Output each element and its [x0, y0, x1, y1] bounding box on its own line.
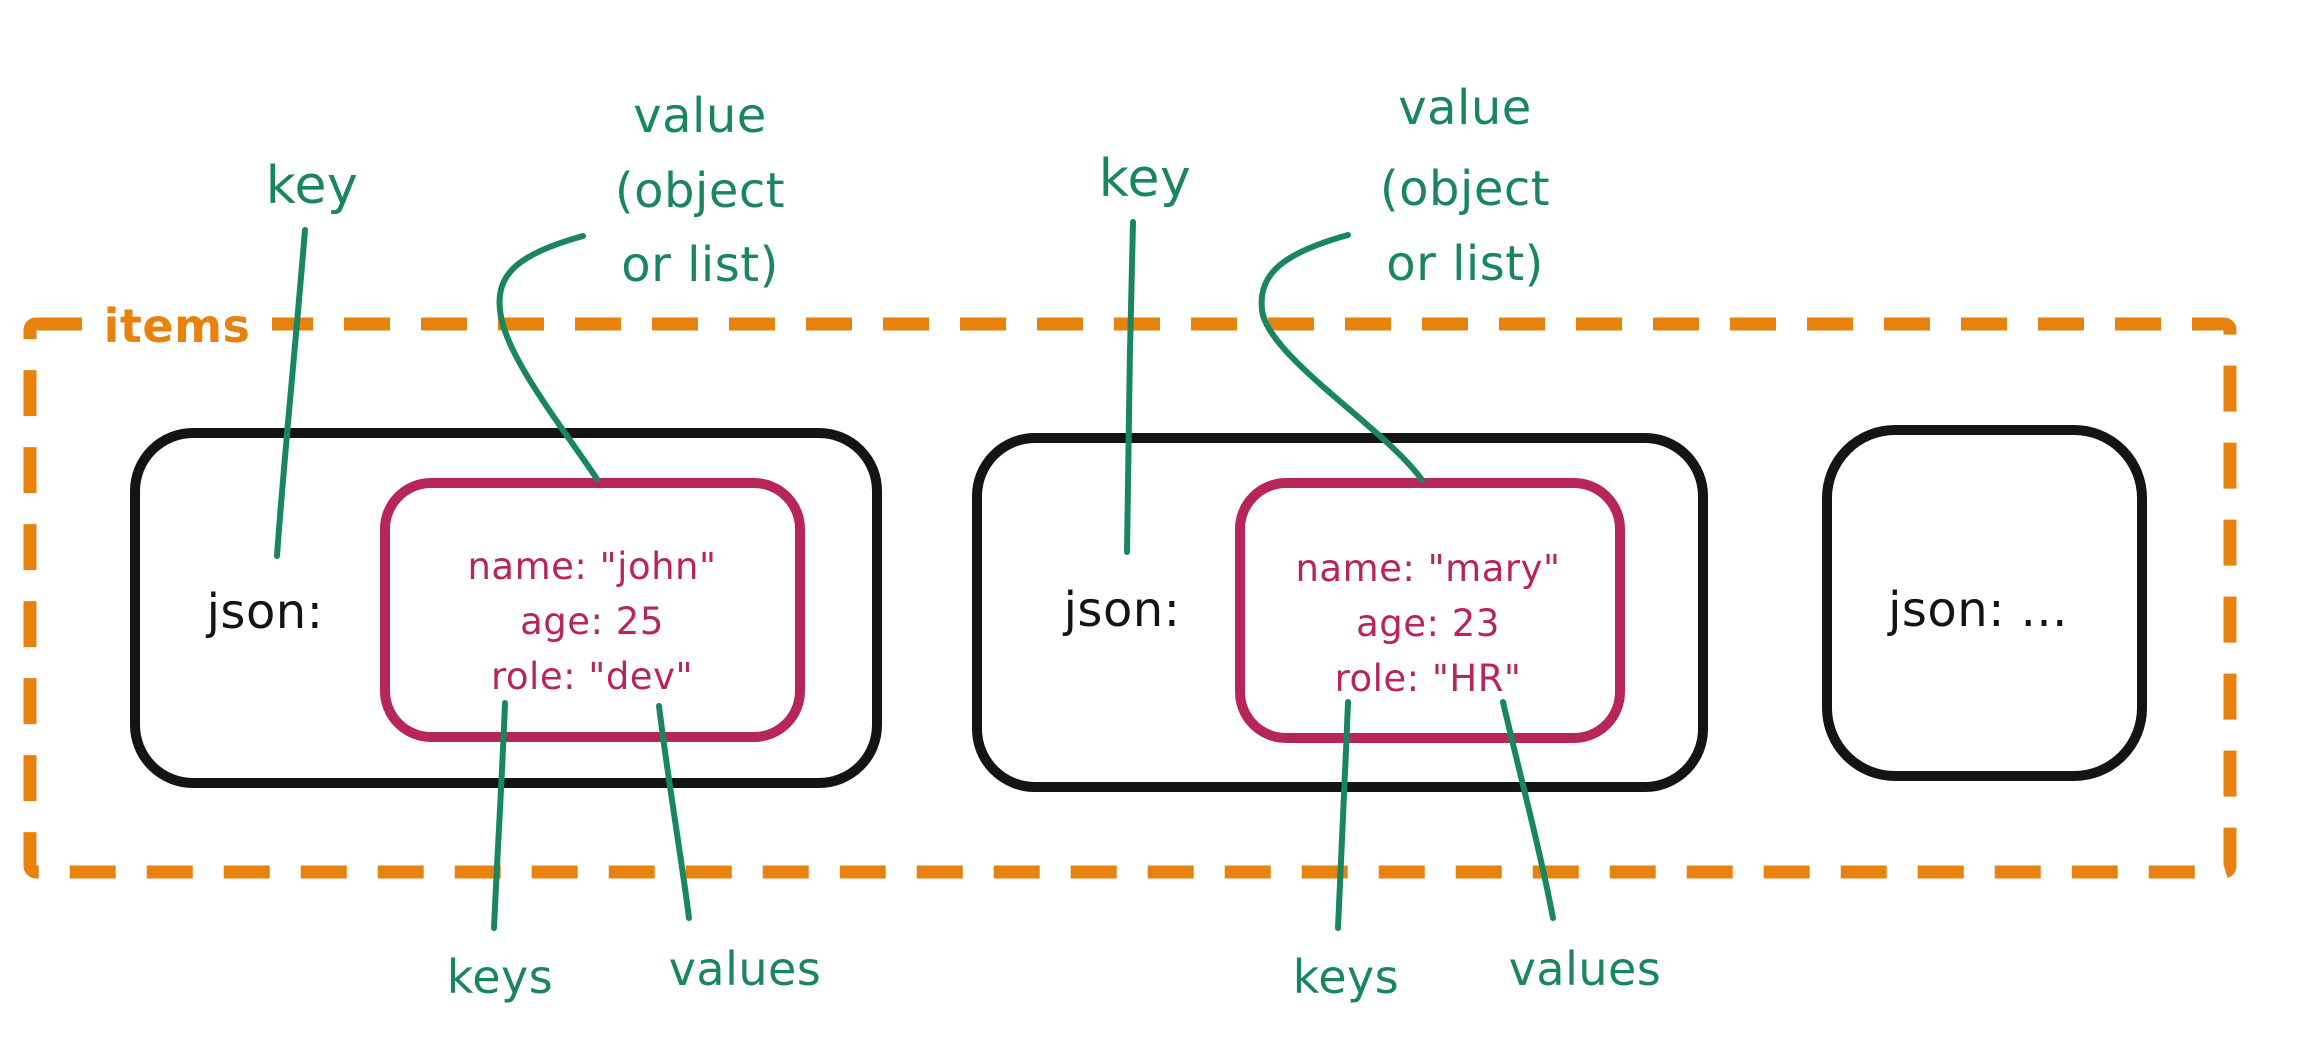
- items-label: items: [104, 299, 251, 353]
- json-ellipsis-label: json: ...: [1887, 582, 2068, 638]
- values-connector-line-2: [1500, 699, 1556, 921]
- value-annotation-line3-1: or list): [621, 237, 779, 293]
- object-box-1: [380, 478, 805, 742]
- item-box-1: [130, 428, 882, 788]
- keys-connector-line-2: [1335, 699, 1351, 931]
- key-annotation-1: key: [266, 156, 359, 216]
- values-annotation-1: values: [669, 942, 822, 996]
- value-connector-curve-2: [1258, 232, 1425, 483]
- item-group-2: json: name: "mary" age: 23 role: "HR" ke…: [972, 80, 1708, 1004]
- value-annotation-line2-2: (object: [1380, 161, 1550, 217]
- keys-annotation-1: keys: [447, 950, 554, 1004]
- values-connector-line-1: [656, 703, 692, 921]
- item-group-1: json: name: "john" age: 25 role: "dev" k…: [130, 88, 882, 1004]
- items-label-backdrop: [82, 296, 272, 352]
- json-key-label-2: json:: [1063, 582, 1181, 638]
- item-box-2: [972, 433, 1708, 792]
- object-field-name-2: name: "mary": [1295, 547, 1560, 590]
- object-box-2: [1235, 478, 1625, 743]
- object-field-age-1: age: 25: [520, 600, 664, 643]
- values-annotation-2: values: [1509, 942, 1662, 996]
- object-field-age-2: age: 23: [1356, 602, 1500, 645]
- object-field-role-2: role: "HR": [1335, 657, 1522, 700]
- json-key-label-1: json:: [206, 584, 324, 640]
- key-connector-line-2: [1124, 219, 1136, 555]
- keys-annotation-2: keys: [1293, 950, 1400, 1004]
- value-annotation-line1-1: value: [633, 88, 767, 144]
- object-field-name-1: name: "john": [467, 545, 716, 588]
- value-annotation-line1-2: value: [1398, 80, 1532, 136]
- keys-connector-line-1: [491, 700, 508, 931]
- item-box-3: [1822, 425, 2147, 781]
- key-annotation-2: key: [1099, 149, 1192, 209]
- object-field-role-1: role: "dev": [491, 655, 693, 698]
- value-annotation-line3-2: or list): [1386, 236, 1544, 292]
- item-group-3: json: ...: [1822, 425, 2147, 781]
- value-annotation-line2-1: (object: [615, 163, 785, 219]
- key-connector-line-1: [274, 227, 308, 559]
- value-connector-curve-1: [496, 233, 600, 482]
